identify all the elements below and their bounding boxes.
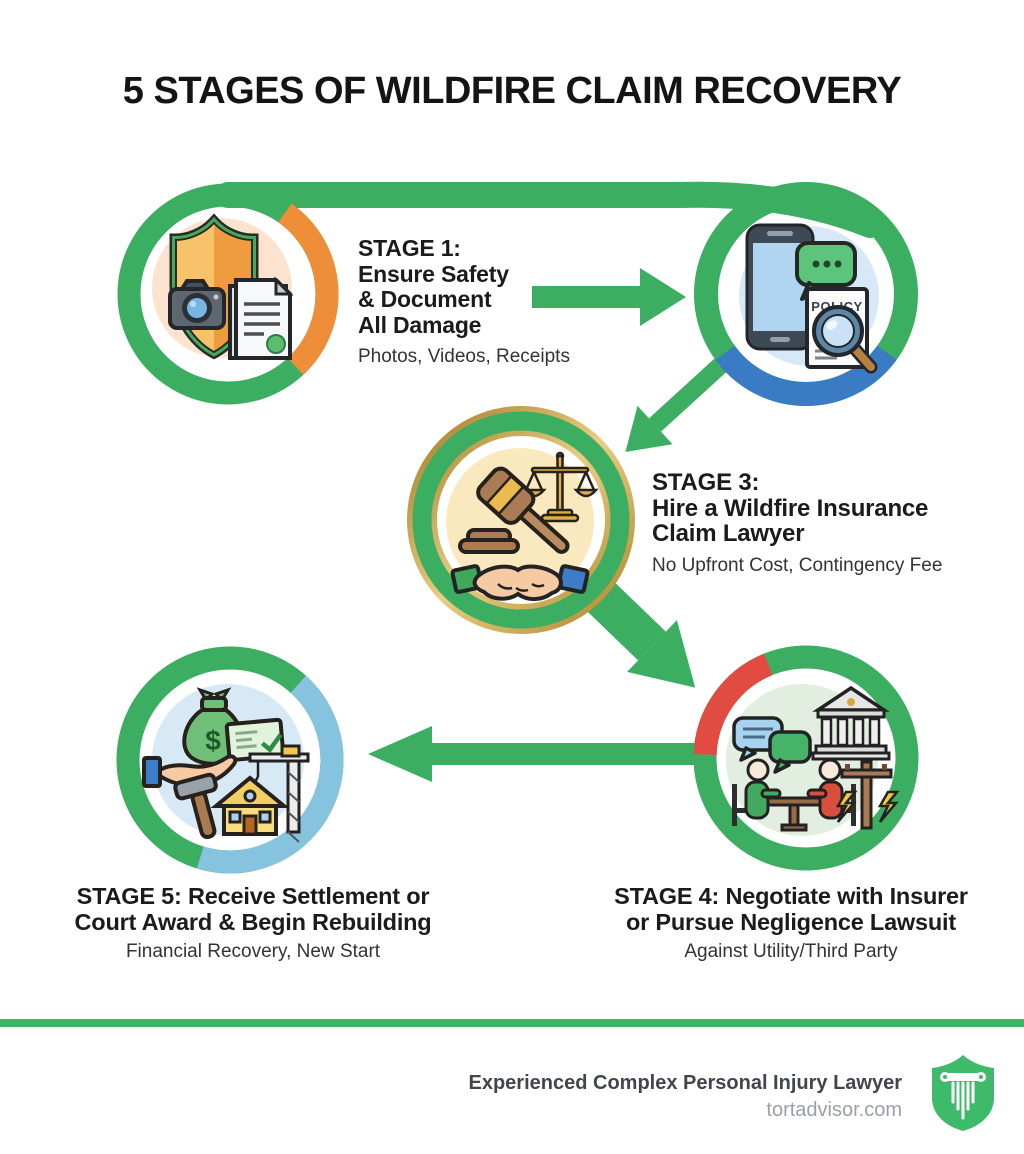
courthouse-icon bbox=[811, 685, 891, 761]
document-icon bbox=[228, 276, 294, 360]
stage-5-title-line: STAGE 5: Receive Settlement or bbox=[76, 883, 430, 909]
footer-website: tortadvisor.com bbox=[766, 1099, 902, 1121]
stage-1-icon-group bbox=[152, 213, 294, 360]
dollar-symbol: $ bbox=[205, 725, 221, 756]
arrow-stage3-to-stage4 bbox=[584, 579, 696, 688]
stage-5-light-blue-arc bbox=[196, 675, 344, 874]
crane-icon bbox=[248, 744, 310, 843]
settlement-check-icon bbox=[224, 717, 286, 762]
stage-3-title-line: Hire a Wildfire Insurance bbox=[652, 494, 929, 522]
stage-4-red-arc bbox=[693, 653, 773, 756]
stage-3-subtitle: No Upfront Cost, Contingency Fee bbox=[652, 554, 943, 576]
house-icon bbox=[210, 775, 290, 836]
stage-1-title-line: STAGE 1: bbox=[358, 235, 461, 261]
negotiation-people-icon bbox=[732, 758, 856, 832]
stage-4-subtitle: Against Utility/Third Party bbox=[684, 941, 898, 962]
lightning-bolt-icon bbox=[877, 790, 900, 823]
stage-3-title-line: STAGE 3: bbox=[652, 469, 760, 496]
hammer-icon bbox=[173, 772, 218, 840]
footer-divider bbox=[0, 1019, 1024, 1027]
stage-5-title-line: Court Award & Begin Rebuilding bbox=[74, 908, 432, 935]
handshake-icon bbox=[450, 564, 590, 602]
stage-4-ring bbox=[693, 645, 919, 871]
camera-icon bbox=[168, 279, 226, 330]
shield-column-icon bbox=[932, 1055, 994, 1131]
stage-3-title-line: Claim Lawyer bbox=[652, 520, 805, 547]
magnifying-glass-icon bbox=[812, 305, 878, 374]
stage-1-title-line: & Document bbox=[358, 286, 492, 312]
stage-5-label: STAGE 5: Receive Settlement or Court Awa… bbox=[33, 883, 473, 963]
stage-4-title-line: STAGE 4: Negotiate with Insurer bbox=[614, 883, 968, 909]
stage-1-label: STAGE 1: Ensure Safety & Document All Da… bbox=[358, 235, 668, 368]
stage-1-title-line: All Damage bbox=[358, 311, 482, 338]
stage-2-icon-group: POLICY bbox=[739, 223, 879, 374]
arrow-stage1-to-stage2 bbox=[532, 268, 686, 326]
stage-3-label: STAGE 3: Hire a Wildfire Insurance Claim… bbox=[652, 470, 982, 577]
gavel-icon bbox=[458, 466, 570, 554]
stage-5-icon-group: $ bbox=[142, 684, 310, 843]
stage-1-subtitle: Photos, Videos, Receipts bbox=[358, 346, 570, 367]
lightning-bolt-icon bbox=[835, 790, 858, 823]
utility-pole-icon bbox=[835, 760, 900, 830]
stage-4-label: STAGE 4: Negotiate with Insurer or Pursu… bbox=[571, 883, 1011, 963]
page-title: 5 STAGES OF WILDFIRE CLAIM RECOVERY bbox=[122, 70, 902, 112]
stage-4-title-line: or Pursue Negligence Lawsuit bbox=[625, 908, 956, 935]
stage-1-title-line: Ensure Safety bbox=[358, 260, 509, 287]
stage-1-orange-arc bbox=[277, 203, 339, 375]
footer-tagline: Experienced Complex Personal Injury Lawy… bbox=[468, 1072, 903, 1094]
stage-5-subtitle: Financial Recovery, New Start bbox=[125, 941, 381, 962]
stage-4-icon-group bbox=[726, 684, 900, 836]
stage-3-icon-group bbox=[446, 448, 599, 602]
speech-bubbles-icon bbox=[732, 716, 812, 774]
arrow-stage4-to-stage5 bbox=[368, 726, 700, 782]
stage-3-ring bbox=[412, 411, 630, 629]
